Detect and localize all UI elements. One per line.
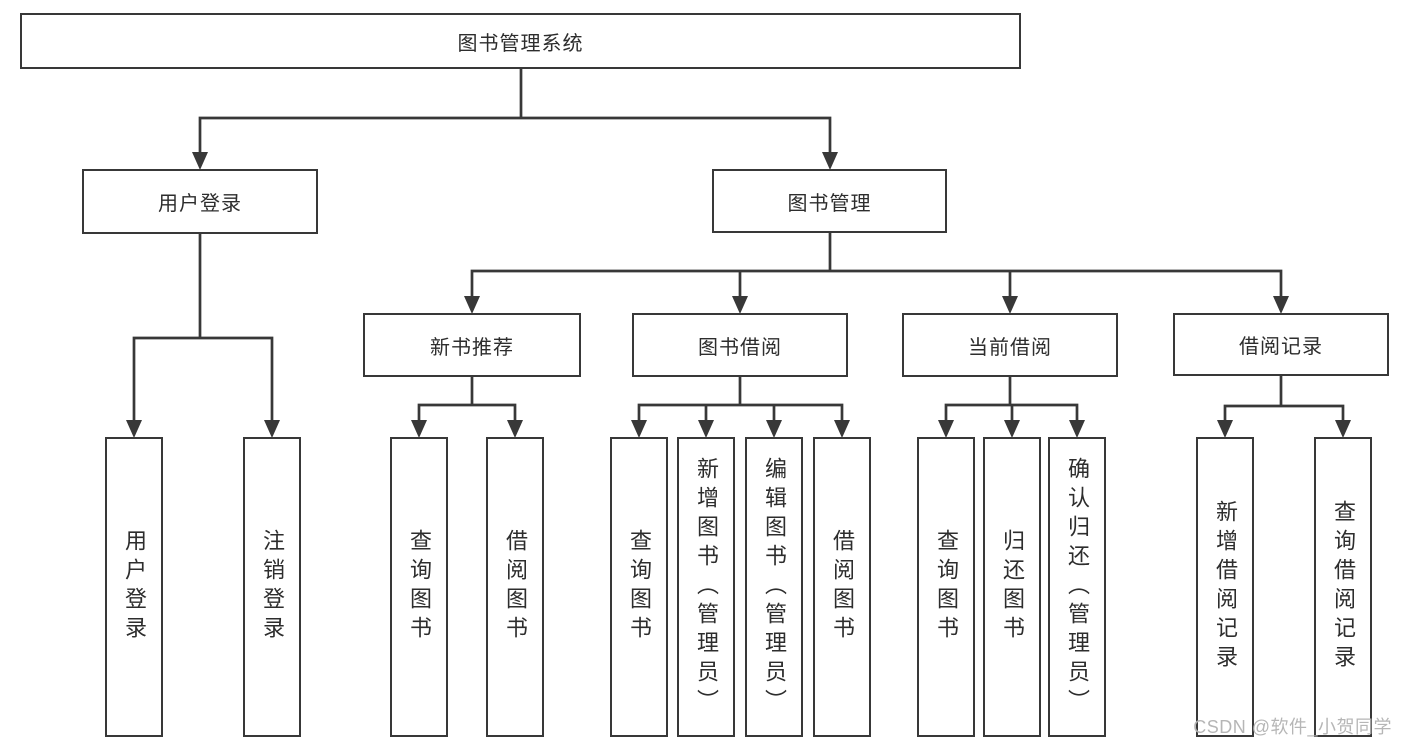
node-leaf-add-borrow-record-label: 新增借阅记录 — [1213, 500, 1238, 674]
node-leaf-user-login-label: 用户登录 — [122, 529, 147, 645]
node-leaf-confirm-return-admin: 确认归还（管理员） — [1048, 437, 1106, 737]
arrowheads-newbookrec-to-leaves — [411, 420, 523, 438]
node-leaf-query-borrow-record: 查询借阅记录 — [1314, 437, 1372, 737]
node-borrow-record: 借阅记录 — [1173, 313, 1389, 376]
node-leaf-current-query-book-label: 查询图书 — [934, 529, 959, 645]
node-user-login: 用户登录 — [82, 169, 318, 234]
arrowheads-root-to-level2 — [192, 152, 838, 170]
node-current-borrow: 当前借阅 — [902, 313, 1118, 377]
connector-bookmgmt-to-level3 — [470, 231, 1283, 301]
node-leaf-borrow-book: 借阅图书 — [813, 437, 871, 737]
node-leaf-borrow-book-label: 借阅图书 — [830, 529, 855, 645]
node-new-book-rec-label: 新书推荐 — [430, 336, 514, 359]
node-leaf-add-book-admin-label: 新增图书（管理员） — [694, 456, 719, 718]
arrowheads-bookmgmt-to-level3 — [464, 296, 1289, 314]
connector-userlogin-to-leaves — [132, 232, 274, 425]
node-new-book-rec: 新书推荐 — [363, 313, 581, 377]
node-book-borrow-label: 图书借阅 — [698, 336, 782, 359]
node-leaf-current-query-book: 查询图书 — [917, 437, 975, 737]
node-leaf-return-book: 归还图书 — [983, 437, 1041, 737]
node-leaf-newrec-borrow-book-label: 借阅图书 — [503, 529, 528, 645]
connector-borrowrecord-to-leaves — [1223, 375, 1345, 425]
connector-newbookrec-to-leaves — [417, 375, 517, 425]
arrowheads-borrowrecord-to-leaves — [1217, 420, 1351, 438]
connector-currentborrow-to-leaves — [944, 375, 1079, 425]
node-leaf-edit-book-admin-label: 编辑图书（管理员） — [762, 456, 787, 718]
arrowheads-bookborrow-to-leaves — [631, 420, 850, 438]
arrowheads-userlogin-to-leaves — [126, 420, 280, 438]
node-book-borrow: 图书借阅 — [632, 313, 848, 377]
node-leaf-add-borrow-record: 新增借阅记录 — [1196, 437, 1254, 737]
node-book-mgmt: 图书管理 — [712, 169, 947, 233]
node-leaf-logout: 注销登录 — [243, 437, 301, 737]
node-current-borrow-label: 当前借阅 — [968, 336, 1052, 359]
node-root-label: 图书管理系统 — [457, 32, 584, 55]
node-leaf-borrow-query-book: 查询图书 — [610, 437, 668, 737]
node-leaf-user-login: 用户登录 — [105, 437, 163, 737]
node-leaf-newrec-borrow-book: 借阅图书 — [486, 437, 544, 737]
node-leaf-add-book-admin: 新增图书（管理员） — [677, 437, 735, 737]
node-borrow-record-label: 借阅记录 — [1239, 336, 1323, 358]
connector-root-to-level2 — [198, 67, 832, 157]
node-leaf-borrow-query-book-label: 查询图书 — [627, 529, 652, 645]
node-book-mgmt-label: 图书管理 — [787, 192, 872, 215]
arrowheads-currentborrow-to-leaves — [938, 420, 1085, 438]
node-leaf-confirm-return-admin-label: 确认归还（管理员） — [1065, 456, 1090, 718]
connector-bookborrow-to-leaves — [637, 375, 844, 425]
node-leaf-edit-book-admin: 编辑图书（管理员） — [745, 437, 803, 737]
node-root: 图书管理系统 — [20, 13, 1021, 69]
node-leaf-newrec-query-book: 查询图书 — [390, 437, 448, 737]
node-leaf-return-book-label: 归还图书 — [1000, 529, 1025, 645]
node-user-login-label: 用户登录 — [158, 193, 242, 215]
watermark: CSDN @软件_小贺同学 — [1193, 717, 1392, 737]
node-leaf-newrec-query-book-label: 查询图书 — [407, 529, 432, 645]
node-leaf-logout-label: 注销登录 — [260, 529, 285, 645]
node-leaf-query-borrow-record-label: 查询借阅记录 — [1331, 500, 1356, 674]
